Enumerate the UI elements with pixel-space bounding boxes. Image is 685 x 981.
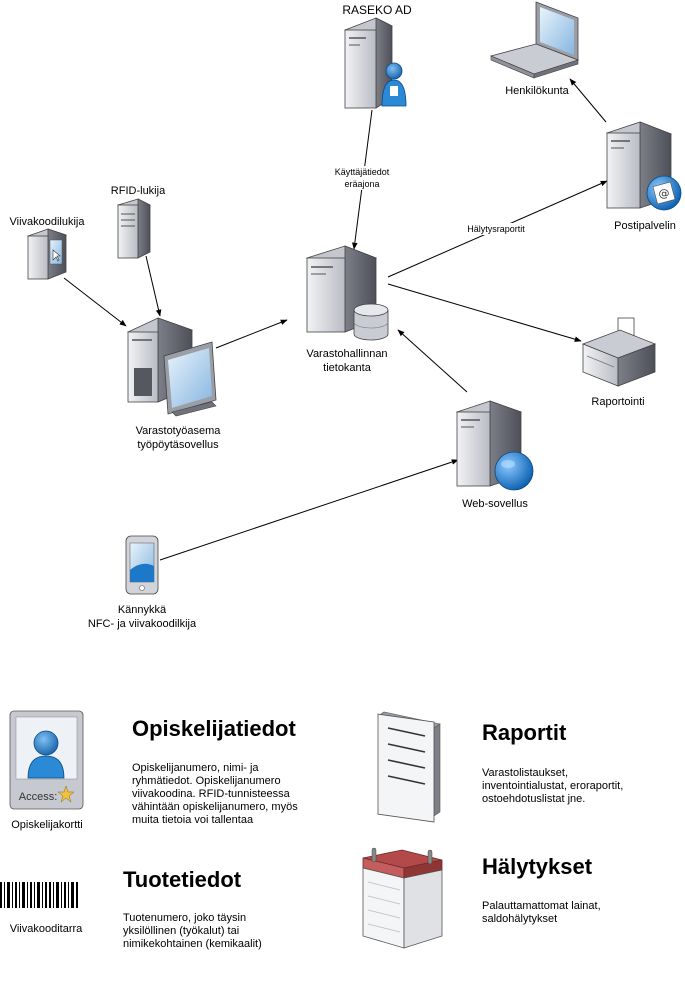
text-opiskelijatiedot-line2: ryhmätiedot. Opiskelijanumero [132,775,281,787]
text-tuotetiedot: Tuotenumero, joko täysin yksilöllinen (t… [123,912,262,951]
caption-viivakooditarra: Viivakooditarra [9,923,83,935]
label-kannykka: Kännykkä NFC- ja viivakoodilkija [60,603,224,631]
edge-rfid-to-workstation [145,255,162,317]
label-varastotyoasema: Varastotyöasema työpöytäsovellus [118,424,238,452]
svg-text:@: @ [659,187,670,200]
title-raportit: Raportit [482,720,567,745]
label-raseko-ad: RASEKO AD [342,3,412,17]
label-kannykka-line1: Kännykkä [117,604,167,616]
text-tuotetiedot-line2: yksilöllinen (työkalut) tai [123,925,240,937]
rfid-reader-icon [116,198,152,259]
text-raportit: Varastolistaukset, inventointialustat, e… [482,767,623,806]
edge-label-kayttajatiedot-line2: eräajona [344,179,380,189]
text-opiskelijatiedot-line3: viivakoodina. RFID-tunnisteessa [132,788,290,800]
text-tuotetiedot-line3: nimikekohtainen (kemikaalit) [123,938,262,950]
text-raportit-line1: Varastolistaukset, [482,767,569,779]
label-varastotyoasema-line2: työpöytäsovellus [137,439,219,451]
document-icon [377,711,441,823]
mail-server-icon: @ [605,121,682,211]
label-raportointi: Raportointi [591,396,645,408]
text-raportit-line3: ostoehdotuslistat jne. [482,793,586,805]
label-rfid-lukija: RFID-lukija [110,185,166,197]
edge-label-halytysraportit: Hälytysraportit [455,223,537,235]
text-halytykset-line1: Palauttamattomat lainat, [482,900,601,912]
label-tietokanta-line1: Varastohallinnan [306,348,388,360]
edge-workstation-to-db [215,319,288,349]
label-postipalvelin: Postipalvelin [614,220,676,232]
edge-postipalvelin-to-henkilokunta [569,78,607,123]
web-server-icon [455,400,534,491]
label-henkilokunta: Henkilökunta [505,85,569,97]
text-halytykset: Palauttamattomat lainat, saldohälytykset [482,900,601,926]
text-raportit-line2: inventointialustat, eroraportit, [482,780,624,792]
calendar-icon: Access: [19,791,443,949]
edge-viivakoodilukija-to-workstation [63,277,127,327]
database-server-icon [305,245,389,341]
laptop-icon [489,1,580,79]
label-varastotyoasema-line1: Varastotyöasema [135,425,221,437]
edge-kannykka-to-web [159,459,459,561]
raseko-ad-server-icon [344,17,407,109]
edge-web-to-db [397,329,468,393]
text-halytykset-line2: saldohälytykset [482,913,558,925]
barcode-reader-icon [26,228,68,280]
caption-opiskelijakortti: Opiskelijakortti [11,819,83,831]
label-viivakoodilukija: Viivakoodilukija [9,216,85,228]
text-tuotetiedot-line1: Tuotenumero, joko täysin [123,912,247,924]
title-halytykset: Hälytykset [482,854,593,879]
label-tietokanta: Varastohallinnan tietokanta [290,347,404,375]
edge-label-kayttajatiedot: Käyttäjätiedot eräajona [324,166,400,190]
student-card-icon [9,710,84,810]
title-opiskelijatiedot: Opiskelijatiedot [132,716,296,741]
edge-db-to-raportointi [387,283,582,342]
label-kannykka-line2: NFC- ja viivakoodilkija [87,618,197,630]
title-tuotetiedot: Tuotetiedot [123,867,242,892]
mobile-phone-icon [125,535,159,595]
text-opiskelijatiedot-line1: Opiskelijanumero, nimi- ja [132,762,259,774]
label-web-sovellus: Web-sovellus [462,498,528,510]
text-opiskelijatiedot: Opiskelijanumero, nimi- ja ryhmätiedot. … [132,762,298,827]
label-tietokanta-line2: tietokanta [323,362,371,374]
text-opiskelijatiedot-line4: vähintään opiskelijanumero, myös [132,801,298,813]
card-access-text: Access: [19,791,58,803]
printer-icon [581,317,657,387]
workstation-icon [126,317,217,417]
text-opiskelijatiedot-line5: muita tietoia voi tallentaa [132,814,254,826]
barcode-label-icon [0,882,80,908]
edge-label-kayttajatiedot-line1: Käyttäjätiedot [334,167,390,177]
